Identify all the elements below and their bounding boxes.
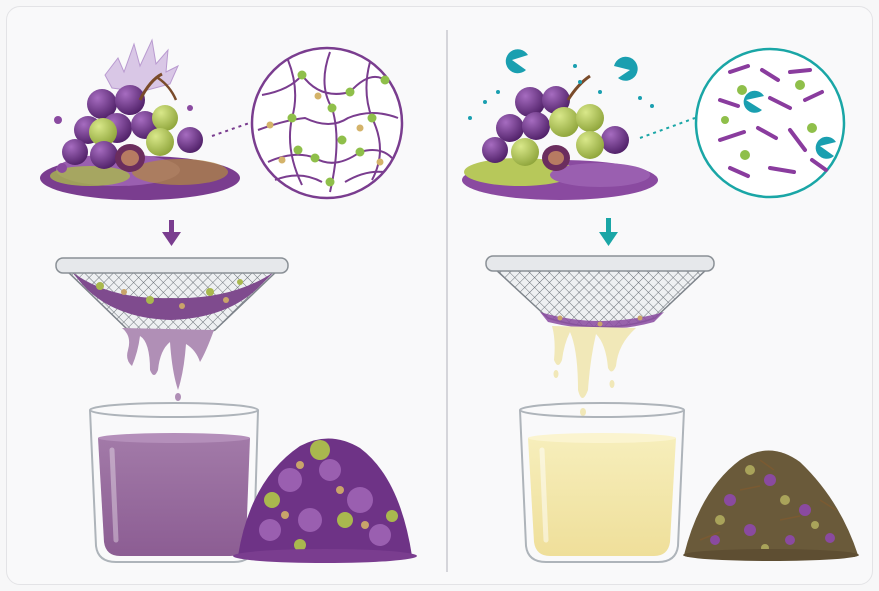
pectin-network-icon	[252, 48, 402, 198]
down-arrow-icon	[599, 218, 618, 246]
left-panel	[40, 40, 417, 563]
grape-cluster-icon	[40, 74, 240, 200]
down-arrow-icon	[162, 220, 181, 246]
pomace-pile-icon	[683, 450, 859, 561]
right-panel	[462, 49, 859, 562]
beaker-icon	[90, 403, 258, 562]
degraded-pectin-icon	[696, 49, 844, 197]
zoom-connector	[640, 118, 695, 138]
strainer-icon	[486, 256, 714, 416]
beaker-icon	[520, 403, 684, 562]
enzyme-pacman-icon	[506, 49, 638, 81]
pomace-pile-icon	[233, 438, 417, 563]
strainer-icon	[56, 258, 288, 401]
grape-cluster-icon	[462, 64, 658, 200]
